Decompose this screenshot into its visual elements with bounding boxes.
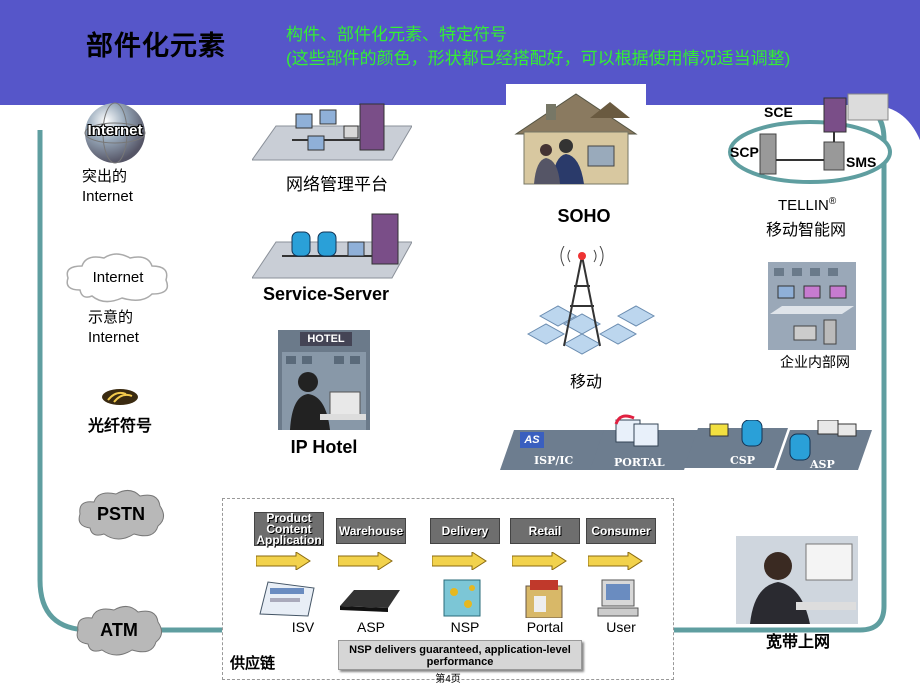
supply-chain-item-icon — [588, 578, 652, 623]
supply-chain-step-title: Warehouse — [336, 518, 406, 544]
supply-chain-item-icon — [432, 578, 496, 623]
page-title: 部件化元素 — [86, 31, 226, 61]
tellin-registered-mark: ® — [828, 196, 837, 207]
supply-chain-step-title: Product Content Application — [254, 512, 324, 546]
csp-label: CSP — [730, 454, 755, 467]
supply-chain-item-label: Portal — [526, 619, 564, 635]
supply-chain-step-title: Retail — [510, 518, 580, 544]
service-card-asp: ASP — [776, 419, 872, 472]
soho-label: SOHO — [557, 206, 611, 226]
internet-globe-icon — [82, 100, 148, 166]
pstn-label: PSTN — [96, 504, 145, 524]
mobile-tower-icon — [520, 245, 660, 364]
portal-label: PORTAL — [614, 456, 665, 469]
cloud-text: Internet — [92, 269, 144, 286]
service-server-icon — [251, 212, 413, 282]
supply-chain-item-icon — [256, 578, 320, 623]
enterprise-label: 企业内部网 — [780, 354, 850, 370]
fiber-label: 光纤符号 — [87, 418, 152, 435]
supply-chain-label: 供应链 — [230, 655, 276, 672]
cloud-label-1: 示意的 — [88, 309, 134, 326]
supply-chain-step-title: Delivery — [430, 518, 500, 544]
hotel-sign: HOTEL — [300, 332, 352, 346]
supply-chain-item-label: User — [606, 619, 636, 635]
cloud-icon — [60, 250, 176, 306]
supply-chain-arrow-icon — [255, 551, 312, 575]
mobile-label: 移动 — [569, 374, 602, 391]
page-number: 第4页 — [435, 674, 461, 685]
service-card-portal: PORTAL — [590, 412, 698, 472]
supply-chain-arrow-icon — [431, 551, 488, 575]
internet-label-1: 突出的 — [82, 168, 128, 185]
tellin-sub-label: 移动智能网 — [766, 222, 847, 239]
ip-hotel-label: IP Hotel — [290, 437, 358, 457]
network-management-platform-icon — [251, 100, 413, 164]
supply-chain-item-label: ASP — [356, 619, 385, 635]
as-badge: AS — [520, 432, 544, 448]
service-server-label: Service-Server — [262, 284, 390, 304]
supply-chain-item-icon — [338, 578, 402, 623]
net-mgmt-label: 网络管理平台 — [286, 175, 388, 194]
atm-cloud-icon — [74, 604, 164, 658]
tellin-label: TELLIN® — [778, 196, 836, 214]
isp-ic-label: ISP/IC — [534, 454, 574, 467]
soho-house-image — [506, 84, 646, 186]
subtitle-line-1: 构件、部件化元素、特定符号 — [286, 25, 507, 44]
cloud-label-2: Internet — [88, 329, 139, 346]
subtitle-line-2: (这些部件的颜色，形状都已经搭配好，可以根据使用情况适当调整) — [286, 49, 791, 68]
service-card-isp: AS ISP/IC — [500, 424, 606, 472]
sms-label: SMS — [846, 154, 877, 170]
supply-chain-item-label: NSP — [450, 619, 480, 635]
ip-hotel-image: HOTEL — [278, 330, 370, 430]
scp-label: SCP — [730, 144, 759, 160]
broadband-label: 宽带上网 — [765, 634, 830, 651]
broadband-image — [736, 536, 858, 624]
supply-chain-arrow-icon — [511, 551, 568, 575]
supply-chain-arrow-icon — [587, 551, 644, 575]
supply-chain-item-icon — [512, 578, 576, 623]
intelligent-network-platform — [728, 90, 892, 184]
nsp-note: NSP delivers guaranteed, application-lev… — [338, 640, 582, 670]
supply-chain-step-title: Consumer — [586, 518, 656, 544]
supply-chain-arrow-icon — [337, 551, 394, 575]
asp-card-label: ASP — [810, 458, 835, 471]
supply-chain-item-label: ISV — [291, 619, 315, 635]
tellin-text: TELLIN — [778, 197, 829, 214]
pstn-cloud-icon — [76, 488, 166, 542]
sce-label: SCE — [764, 104, 793, 120]
internet-globe-text: Internet — [87, 122, 143, 139]
fiber-icon — [100, 388, 140, 406]
internet-label-2: Internet — [82, 188, 133, 205]
enterprise-intranet-icon — [764, 256, 860, 352]
atm-label: ATM — [100, 620, 138, 640]
service-card-csp: CSP — [684, 419, 788, 470]
